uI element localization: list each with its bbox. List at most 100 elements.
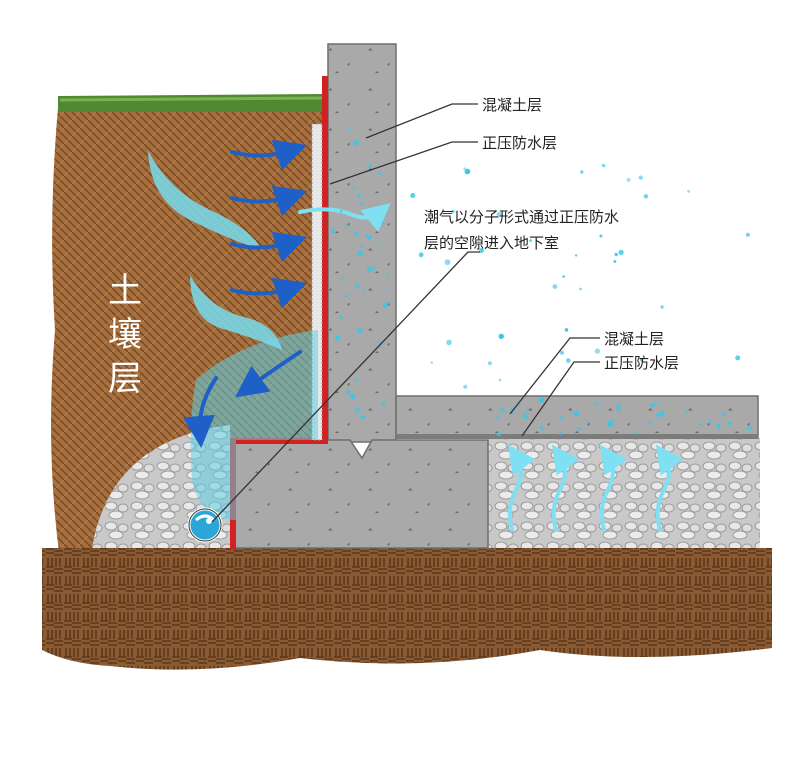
vapor-dot [354,407,361,413]
soil-label-char-3: 层 [108,359,142,399]
groundwater-pool [190,330,318,520]
vapor-dot [357,250,363,256]
vapor-dot [339,315,343,319]
vapor-dot [381,402,386,407]
moisture-swirl-icon [190,275,282,350]
vapor-dot [350,394,356,400]
vapor-dot [601,163,606,168]
vapor-dot [599,234,603,238]
vapor-dot [643,194,649,199]
vapor-dot [446,339,452,346]
vapor-dot [378,171,382,176]
drainage-mat [311,123,323,441]
vapor-dot [366,266,373,273]
vapor-dot [640,358,644,362]
vapor-dot [612,418,615,421]
vapor-arrow-icon [298,203,684,532]
vapor-dot [463,167,467,170]
vapor-dot [425,240,429,244]
vapor-dot [606,421,613,428]
vapor-dot [498,378,502,382]
vapor-dot [579,287,582,291]
vapor-dot [540,425,545,431]
vapor-dot [355,377,359,382]
vapor-dot [496,415,500,420]
vapor-dot [656,413,660,418]
label-vapor-line2: 层的空隙进入地下室 [424,234,559,252]
vapor-dot [340,276,344,281]
vapor-dot [660,305,664,309]
label-wall-concrete: 混凝土层 [482,96,542,114]
vapor-dot [558,416,564,421]
vapor-dot [594,401,599,406]
vapor-dot [498,333,504,339]
vapor-dot [707,419,712,424]
floor-waterproof-membrane [396,434,758,439]
vapor-dot [600,408,603,412]
vapor-dot [360,414,366,420]
vapor-dot [354,283,361,289]
vapor-dot [687,189,691,193]
vapor-dot [616,406,622,412]
water-flow-arrow-icon [182,139,308,448]
vapor-dot [357,193,361,198]
vapor-dot [685,409,688,413]
label-wall-waterproof: 正压防水层 [482,134,557,152]
vapor-dot [727,421,732,426]
vapor-dot [618,249,624,255]
vapor-dot [418,252,424,258]
vapor-dot [354,231,359,236]
vapor-dot [716,424,721,429]
vapor-dot [657,402,661,405]
soil-label-char-2: 壤 [108,315,142,355]
vapor-dot [362,288,365,292]
vapor-dot [496,211,502,217]
vapor-dot [580,170,584,174]
moisture-swirl-icon [148,150,262,250]
vapor-dot [614,252,618,257]
vapor-dot [594,348,601,354]
vapor-dot [348,127,352,130]
vapor-dot [367,163,372,169]
soil-label-char-1: 土 [108,271,142,311]
label-floor-waterproof: 正压防水层 [604,354,679,372]
vapor-dot [566,358,571,363]
vapor-dot [376,242,380,246]
vapor-dot [360,245,364,248]
gravel-under-slab [488,438,760,548]
vapor-dot [479,248,484,253]
vapor-dot [552,284,558,289]
vapor-dot [633,431,637,435]
vapor-dot [577,426,582,431]
drain-pipe-icon [187,507,223,543]
vapor-dot [529,239,532,242]
vapor-dot [365,233,368,237]
vapor-dot [372,266,376,270]
concrete-wall [327,43,397,443]
vapor-dot [345,294,348,297]
vapor-dot [538,397,545,403]
vapor-dot [444,259,451,266]
vapor-dot [560,350,564,355]
vapor-dot [430,361,434,364]
concrete-footing [233,439,489,549]
vapor-dot [339,209,343,213]
vapor-dot [500,407,503,410]
vapor-dot [386,273,389,276]
vapor-dot [558,431,563,435]
vapor-dot [487,361,492,366]
vapor-dot [344,224,349,228]
vapor-dot [745,232,750,237]
vapor-dot [721,412,726,417]
vapor-dot [746,425,753,431]
callout-leaders [211,103,600,523]
vapor-dot [381,221,385,225]
vapor-dot [464,168,471,175]
vapor-dot [522,413,528,419]
vapor-dot [699,422,703,426]
concrete-floor-slab [395,395,759,439]
vapor-dot [360,201,365,206]
vapor-dot [410,193,416,198]
vapor-dot [648,421,653,426]
